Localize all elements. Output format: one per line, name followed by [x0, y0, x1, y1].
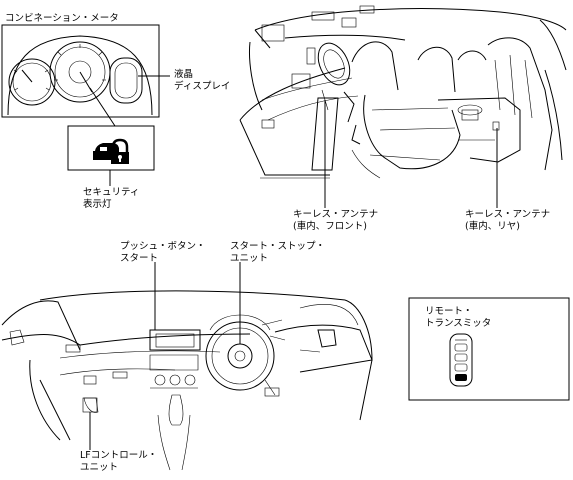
remote-transmitter-label-line1: リモート・ — [425, 306, 473, 317]
keyless-antenna-front-label-line2: (車内、フロント) — [293, 221, 367, 232]
remote-transmitter-label-line2: トランスミッタ — [425, 318, 492, 329]
remote-key-icon — [449, 333, 473, 387]
keyless-antenna-rear-label-line1: キーレス・アンテナ — [465, 209, 551, 220]
cabin-interior-drawing — [239, 5, 567, 208]
security-indicator-label-line1: セキュリティ — [83, 187, 140, 198]
combination-meter-label: コンビネーション・メータ — [5, 13, 119, 24]
lf-control-unit-label-line1: LFコントロール・ — [80, 450, 158, 461]
lcd-display-label-line2: ディスプレイ — [174, 81, 231, 92]
lf-control-unit-label-line2: ユニット — [80, 462, 119, 473]
keyless-antenna-front-label-line1: キーレス・アンテナ — [293, 209, 379, 220]
security-indicator-label-line2: 表示灯 — [83, 199, 112, 210]
push-button-start-label-line1: プッシュ・ボタン・ — [120, 241, 206, 252]
push-button-start-label-line2: スタート — [120, 253, 159, 264]
car-lock-icon — [93, 138, 129, 164]
start-stop-unit-label-line2: ユニット — [230, 253, 269, 264]
start-stop-unit-label-line1: スタート・ストップ・ — [230, 241, 326, 252]
combination-meter-drawing — [1, 24, 170, 127]
remote-transmitter-box — [408, 297, 570, 401]
keyless-antenna-rear-label-line2: (車内、リヤ) — [465, 221, 520, 232]
lcd-display-label-line1: 液晶 — [174, 69, 194, 80]
dashboard-drawing — [1, 262, 373, 471]
